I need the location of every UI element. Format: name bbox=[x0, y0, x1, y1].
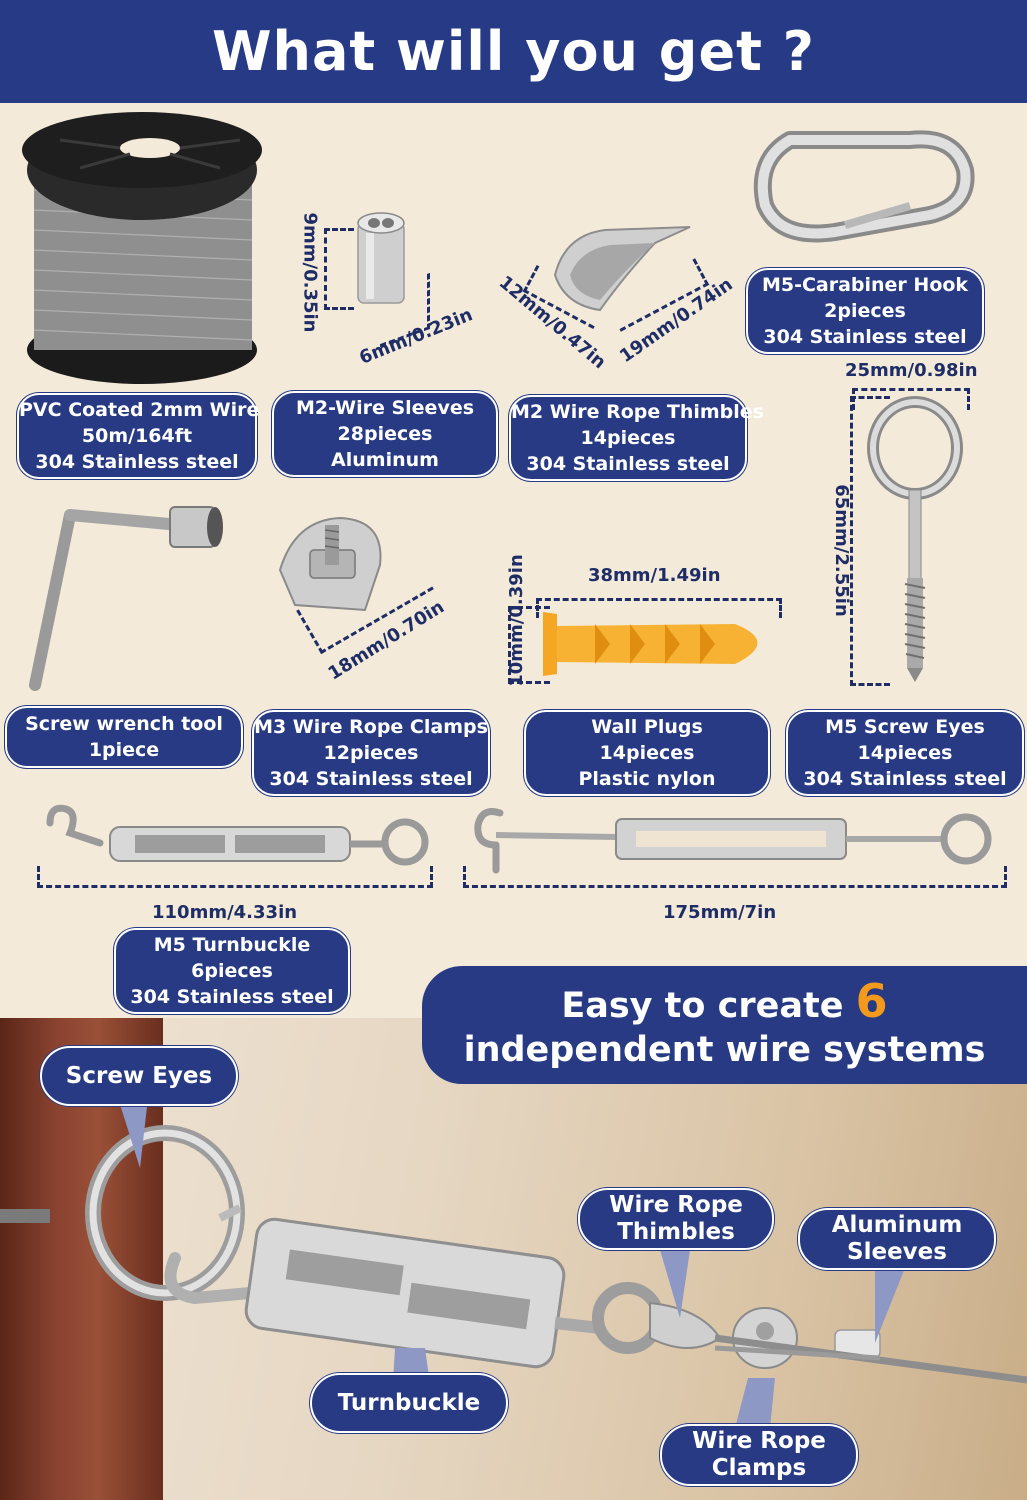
wire-spool-image bbox=[22, 112, 262, 384]
turnbuckle-label-line3: 304 Stainless steel bbox=[130, 986, 334, 1008]
plug-dim-height: 10mm/0.39in bbox=[505, 554, 527, 687]
carabiner-label-line2: 2pieces bbox=[824, 300, 906, 322]
carabiner-label-line3: 304 Stainless steel bbox=[763, 326, 967, 348]
turnbuckle-label-line2: 6pieces bbox=[191, 960, 273, 982]
clamp-image bbox=[278, 516, 382, 612]
wire-label-line3: 304 Stainless steel bbox=[35, 451, 239, 473]
screw-eye-dim-width: 25mm/0.98in bbox=[845, 360, 978, 381]
sleeves-label-line1: M2-Wire Sleeves bbox=[295, 397, 475, 419]
systems-banner-number: 6 bbox=[855, 973, 888, 1028]
clamps-label-line1: M3 Wire Rope Clamps bbox=[254, 716, 488, 738]
screw-eye-image bbox=[867, 396, 963, 682]
callout-clamps-line1: Wire Rope bbox=[692, 1428, 826, 1454]
callout-thimbles-line1: Wire Rope bbox=[609, 1192, 743, 1218]
screw-eye-dim-height: 65mm/2.55in bbox=[830, 484, 852, 617]
carabiner-image bbox=[753, 130, 975, 243]
callout-turnbuckle-text: Turnbuckle bbox=[337, 1389, 481, 1416]
sleeves-label-line2: 28pieces bbox=[337, 423, 433, 445]
callout-clamps: Wire Rope Clamps bbox=[660, 1424, 858, 1486]
wire-label-line1: PVC Coated 2mm Wire bbox=[19, 399, 260, 421]
systems-banner-line1: Easy to create 6 bbox=[422, 978, 1027, 1028]
screw-eyes-label-line3: 304 Stainless steel bbox=[803, 768, 1007, 790]
callout-thimbles-line2: Thimbles bbox=[617, 1219, 735, 1245]
turnbuckle-long-dim-line bbox=[463, 866, 1007, 888]
turnbuckle-label-line1: M5 Turnbuckle bbox=[153, 934, 311, 956]
thimbles-label-line3: 304 Stainless steel bbox=[526, 453, 730, 475]
sleeves-label: M2-Wire Sleeves 28pieces Aluminum bbox=[272, 391, 498, 477]
callout-clamps-line2: Clamps bbox=[711, 1455, 807, 1481]
screw-eyes-label-line2: 14pieces bbox=[857, 742, 953, 764]
wrench-label-line1: Screw wrench tool bbox=[25, 713, 223, 735]
page-title: What will you get ? bbox=[211, 20, 816, 83]
screw-eye-dim-width-line bbox=[852, 388, 970, 410]
callout-screw-eyes: Screw Eyes bbox=[40, 1046, 238, 1106]
carabiner-label-line1: M5-Carabiner Hook bbox=[761, 274, 969, 296]
wrench-label-line2: 1piece bbox=[88, 739, 160, 761]
turnbuckle-short-image bbox=[46, 804, 429, 866]
carabiner-label: M5-Carabiner Hook 2pieces 304 Stainless … bbox=[746, 268, 984, 354]
callout-sleeves: Aluminum Sleeves bbox=[798, 1208, 996, 1270]
systems-banner-line2: independent wire systems bbox=[463, 1029, 986, 1070]
plug-dim-width: 38mm/1.49in bbox=[588, 565, 721, 586]
thimbles-label-line2: 14pieces bbox=[580, 427, 676, 449]
screw-eye-dim-height-line bbox=[850, 396, 890, 686]
callout-screw-eyes-text: Screw Eyes bbox=[65, 1062, 213, 1089]
plugs-label-line3: Plastic nylon bbox=[578, 768, 716, 790]
thimbles-label-line1: M2 Wire Rope Thimbles bbox=[511, 401, 764, 423]
wire-label-line2: 50m/164ft bbox=[81, 425, 193, 447]
clamps-label-line2: 12pieces bbox=[323, 742, 419, 764]
systems-banner: Easy to create 6 independent wire system… bbox=[422, 966, 1027, 1084]
sleeve-dim-height-line bbox=[324, 228, 354, 310]
wrench-image bbox=[29, 506, 223, 691]
screw-eyes-label: M5 Screw Eyes 14pieces 304 Stainless ste… bbox=[786, 710, 1024, 796]
plug-dim-height-line bbox=[508, 606, 550, 684]
turnbuckle-short-dim-line bbox=[37, 866, 433, 888]
wall-plug-image bbox=[543, 612, 758, 676]
wire-sleeve-image bbox=[357, 212, 405, 304]
assembly-image bbox=[0, 1098, 1027, 1428]
sleeve-dim-height: 9mm/0.35in bbox=[299, 212, 321, 333]
callout-turnbuckle: Turnbuckle bbox=[310, 1373, 508, 1433]
plugs-label: Wall Plugs 14pieces Plastic nylon bbox=[524, 710, 770, 796]
plugs-label-line2: 14pieces bbox=[599, 742, 695, 764]
sleeves-label-line3: Aluminum bbox=[331, 449, 439, 471]
wire-label: PVC Coated 2mm Wire 50m/164ft 304 Stainl… bbox=[17, 393, 260, 479]
callout-sleeves-line1: Aluminum bbox=[831, 1212, 963, 1238]
plugs-label-line1: Wall Plugs bbox=[591, 716, 703, 738]
thimble-image bbox=[553, 226, 691, 312]
callout-thimbles: Wire Rope Thimbles bbox=[578, 1188, 774, 1250]
turnbuckle-long-dim: 175mm/7in bbox=[663, 902, 777, 923]
wrench-label: Screw wrench tool 1piece bbox=[5, 706, 243, 768]
screw-eyes-label-line1: M5 Screw Eyes bbox=[825, 716, 985, 738]
header-banner: What will you get ? bbox=[0, 0, 1027, 103]
callout-sleeves-line2: Sleeves bbox=[847, 1239, 947, 1265]
systems-banner-text: Easy to create bbox=[561, 985, 856, 1026]
clamps-label: M3 Wire Rope Clamps 12pieces 304 Stainle… bbox=[252, 710, 490, 796]
clamps-label-line3: 304 Stainless steel bbox=[269, 768, 473, 790]
turnbuckle-short-dim: 110mm/4.33in bbox=[152, 902, 298, 923]
turnbuckle-long-image bbox=[474, 808, 992, 874]
turnbuckle-label: M5 Turnbuckle 6pieces 304 Stainless stee… bbox=[114, 928, 350, 1014]
thimbles-label: M2 Wire Rope Thimbles 14pieces 304 Stain… bbox=[509, 395, 764, 481]
